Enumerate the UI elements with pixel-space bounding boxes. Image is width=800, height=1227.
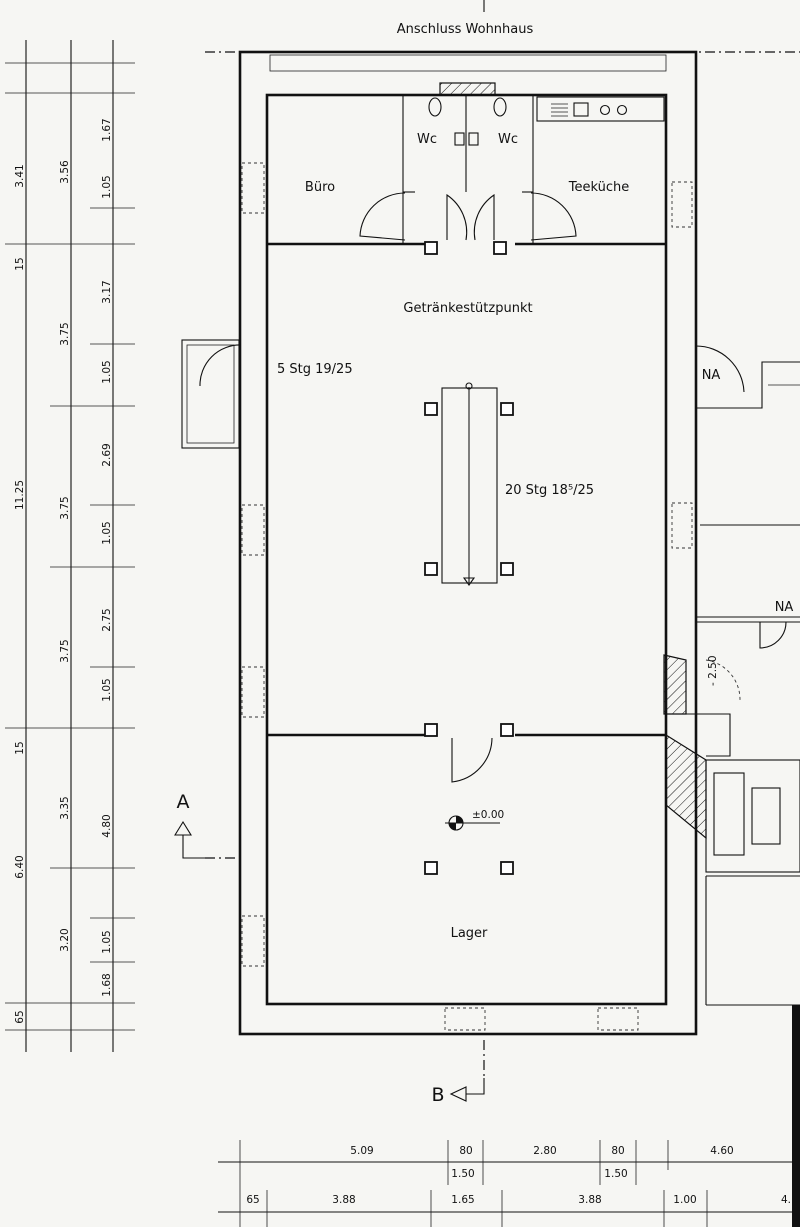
exterior-walls bbox=[238, 50, 698, 1036]
na-label-lower: NA bbox=[775, 600, 794, 615]
kitchen-counter bbox=[536, 96, 665, 122]
dim-bottom-460: 4.60 bbox=[710, 1145, 733, 1157]
room-label-office: Büro bbox=[305, 180, 335, 195]
dim-mid-335: 3.35 bbox=[59, 796, 71, 819]
dim-bottom-65: 65 bbox=[246, 1194, 259, 1206]
room-label-main-hall: Getränkestützpunkt bbox=[403, 301, 532, 316]
dim-mid-356: 3.56 bbox=[59, 160, 71, 184]
na-label-upper: NA bbox=[702, 368, 721, 383]
left-dimension-labels: 3.41 15 11.25 15 6.40 65 3.56 3.75 3.75 … bbox=[14, 118, 113, 1023]
dim-right-105b: 1.05 bbox=[101, 360, 113, 383]
dim-mid-375c: 3.75 bbox=[59, 639, 71, 662]
dim-bottom-165: 1.65 bbox=[451, 1194, 474, 1206]
right-annex bbox=[663, 361, 800, 1227]
level-label: ±0.00 bbox=[472, 809, 504, 821]
dim-right-269: 2.69 bbox=[101, 443, 113, 466]
dim-right-167: 1.67 bbox=[101, 118, 113, 141]
dim-bottom-150b: 1.50 bbox=[604, 1168, 627, 1180]
dim-mid-320: 3.20 bbox=[59, 928, 71, 951]
level-marker bbox=[445, 815, 500, 831]
chimney-hatch bbox=[439, 82, 496, 96]
section-marker-b bbox=[449, 1040, 485, 1102]
dim-left-15a: 15 bbox=[14, 257, 26, 270]
bottom-dimension-chains bbox=[218, 1140, 800, 1227]
dim-mid-375b: 3.75 bbox=[59, 496, 71, 519]
dim-left-640: 6.40 bbox=[14, 855, 26, 878]
left-windows bbox=[241, 162, 265, 967]
dim-right-105e: 1.05 bbox=[101, 930, 113, 953]
dim-left-15b: 15 bbox=[14, 741, 26, 754]
dim-right-168: 1.68 bbox=[101, 973, 113, 996]
dim-bottom-388b: 3.88 bbox=[578, 1194, 601, 1206]
main-staircase bbox=[441, 382, 498, 586]
interior-walls bbox=[267, 95, 666, 737]
dim-right-105c: 1.05 bbox=[101, 521, 113, 544]
dim-bottom-80b: 80 bbox=[611, 1145, 624, 1157]
room-label-wc-left: Wc bbox=[417, 132, 437, 147]
dim-bottom-80a: 80 bbox=[459, 1145, 472, 1157]
dim-bottom-509: 5.09 bbox=[350, 1145, 373, 1157]
left-dimension-chains bbox=[5, 40, 135, 1052]
dim-mid-375a: 3.75 bbox=[59, 322, 71, 345]
dim-right-105d: 1.05 bbox=[101, 678, 113, 701]
right-windows bbox=[671, 181, 693, 549]
dim-bottom-4: 4. bbox=[781, 1194, 791, 1206]
section-label-b: B bbox=[431, 1084, 444, 1106]
side-landing bbox=[181, 339, 240, 449]
dim-left-65: 65 bbox=[14, 1010, 26, 1023]
dim-right-105a: 1.05 bbox=[101, 175, 113, 198]
section-label-a: A bbox=[177, 791, 190, 813]
bottom-dimension-labels: 5.09 80 2.80 80 4.60 1.50 1.50 65 3.88 1… bbox=[246, 1145, 791, 1206]
dim-bottom-150a: 1.50 bbox=[451, 1168, 474, 1180]
pillars bbox=[424, 241, 514, 875]
dim-left-341: 3.41 bbox=[14, 164, 26, 187]
dim-bottom-388a: 3.88 bbox=[332, 1194, 355, 1206]
dim-label-250: - 2.50 bbox=[707, 655, 719, 686]
stair-label-main: 20 Stg 18⁵/25 bbox=[505, 483, 594, 498]
dim-right-275: 2.75 bbox=[101, 608, 113, 631]
stair-label-small: 5 Stg 19/25 bbox=[277, 362, 353, 377]
dim-left-1125: 11.25 bbox=[14, 480, 26, 510]
dim-bottom-280: 2.80 bbox=[533, 1145, 556, 1157]
bottom-windows bbox=[444, 1007, 639, 1031]
dim-right-317: 3.17 bbox=[101, 280, 113, 303]
room-label-wc-right: Wc bbox=[498, 132, 518, 147]
door-swings bbox=[199, 192, 745, 783]
wc-fixtures bbox=[428, 97, 507, 146]
room-label-storage: Lager bbox=[451, 926, 488, 941]
dim-bottom-100: 1.00 bbox=[673, 1194, 696, 1206]
dim-right-480: 4.80 bbox=[101, 814, 113, 837]
section-marker-a bbox=[174, 820, 235, 859]
room-label-tea-kitchen: Teeküche bbox=[568, 180, 629, 195]
connection-label: Anschluss Wohnhaus bbox=[397, 22, 534, 37]
